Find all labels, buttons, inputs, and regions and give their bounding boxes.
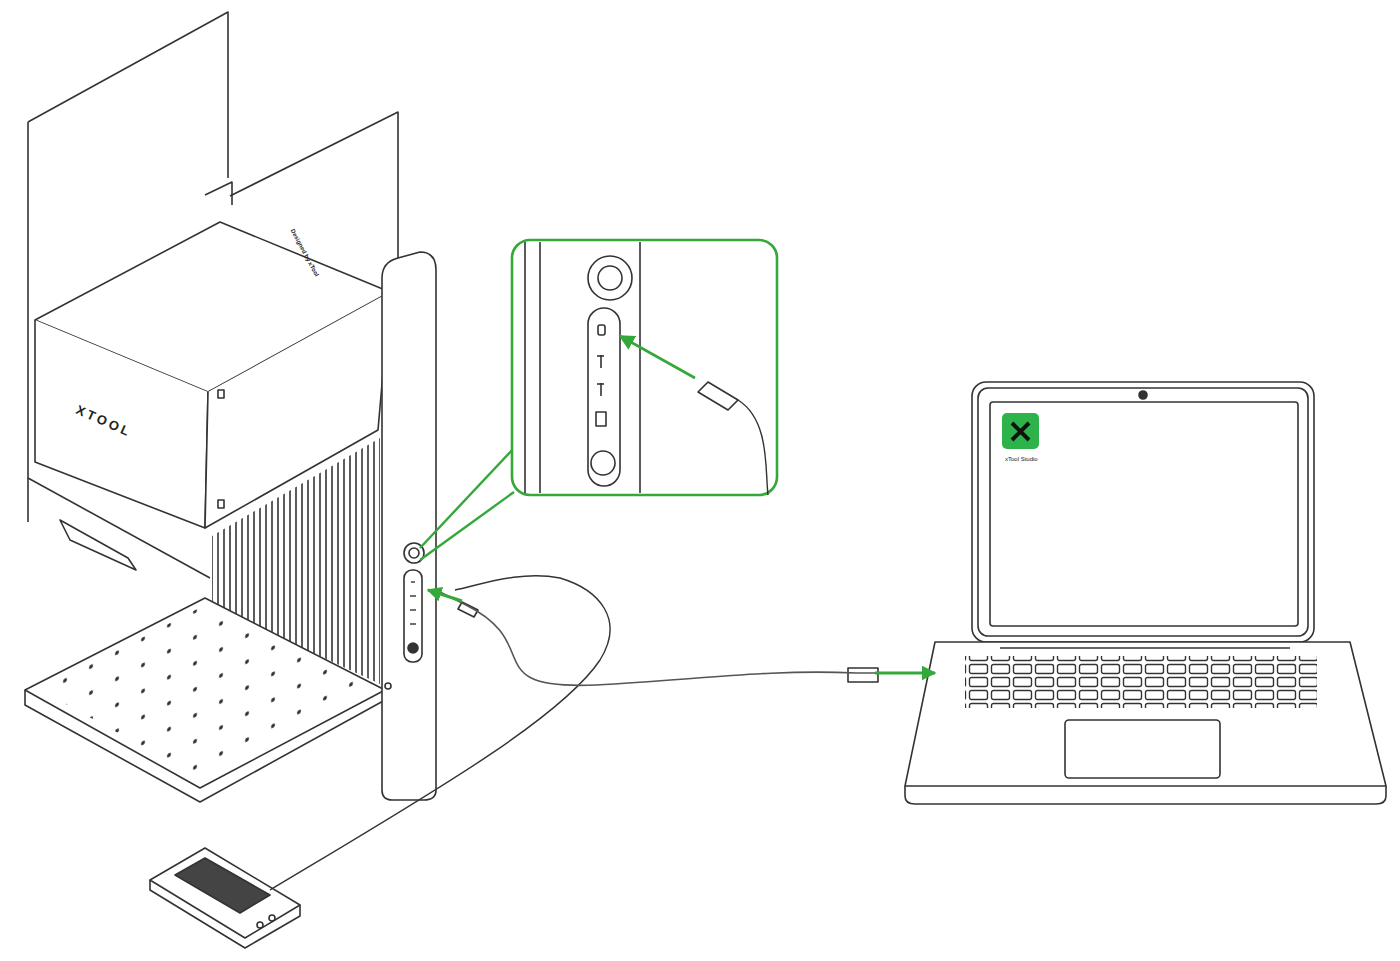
- laser-machine: XTOOL Designed by xTool: [25, 10, 436, 800]
- printed-text: Designed by xTool: [290, 228, 320, 278]
- printed-text: xTool Studio: [1005, 456, 1038, 462]
- arrow-head: [875, 672, 935, 675]
- printed-text: XTOOL: [74, 402, 134, 440]
- arrow-head: [428, 590, 462, 601]
- laptop: xTool Studio: [935, 382, 1386, 787]
- usb-cable: [436, 590, 935, 685]
